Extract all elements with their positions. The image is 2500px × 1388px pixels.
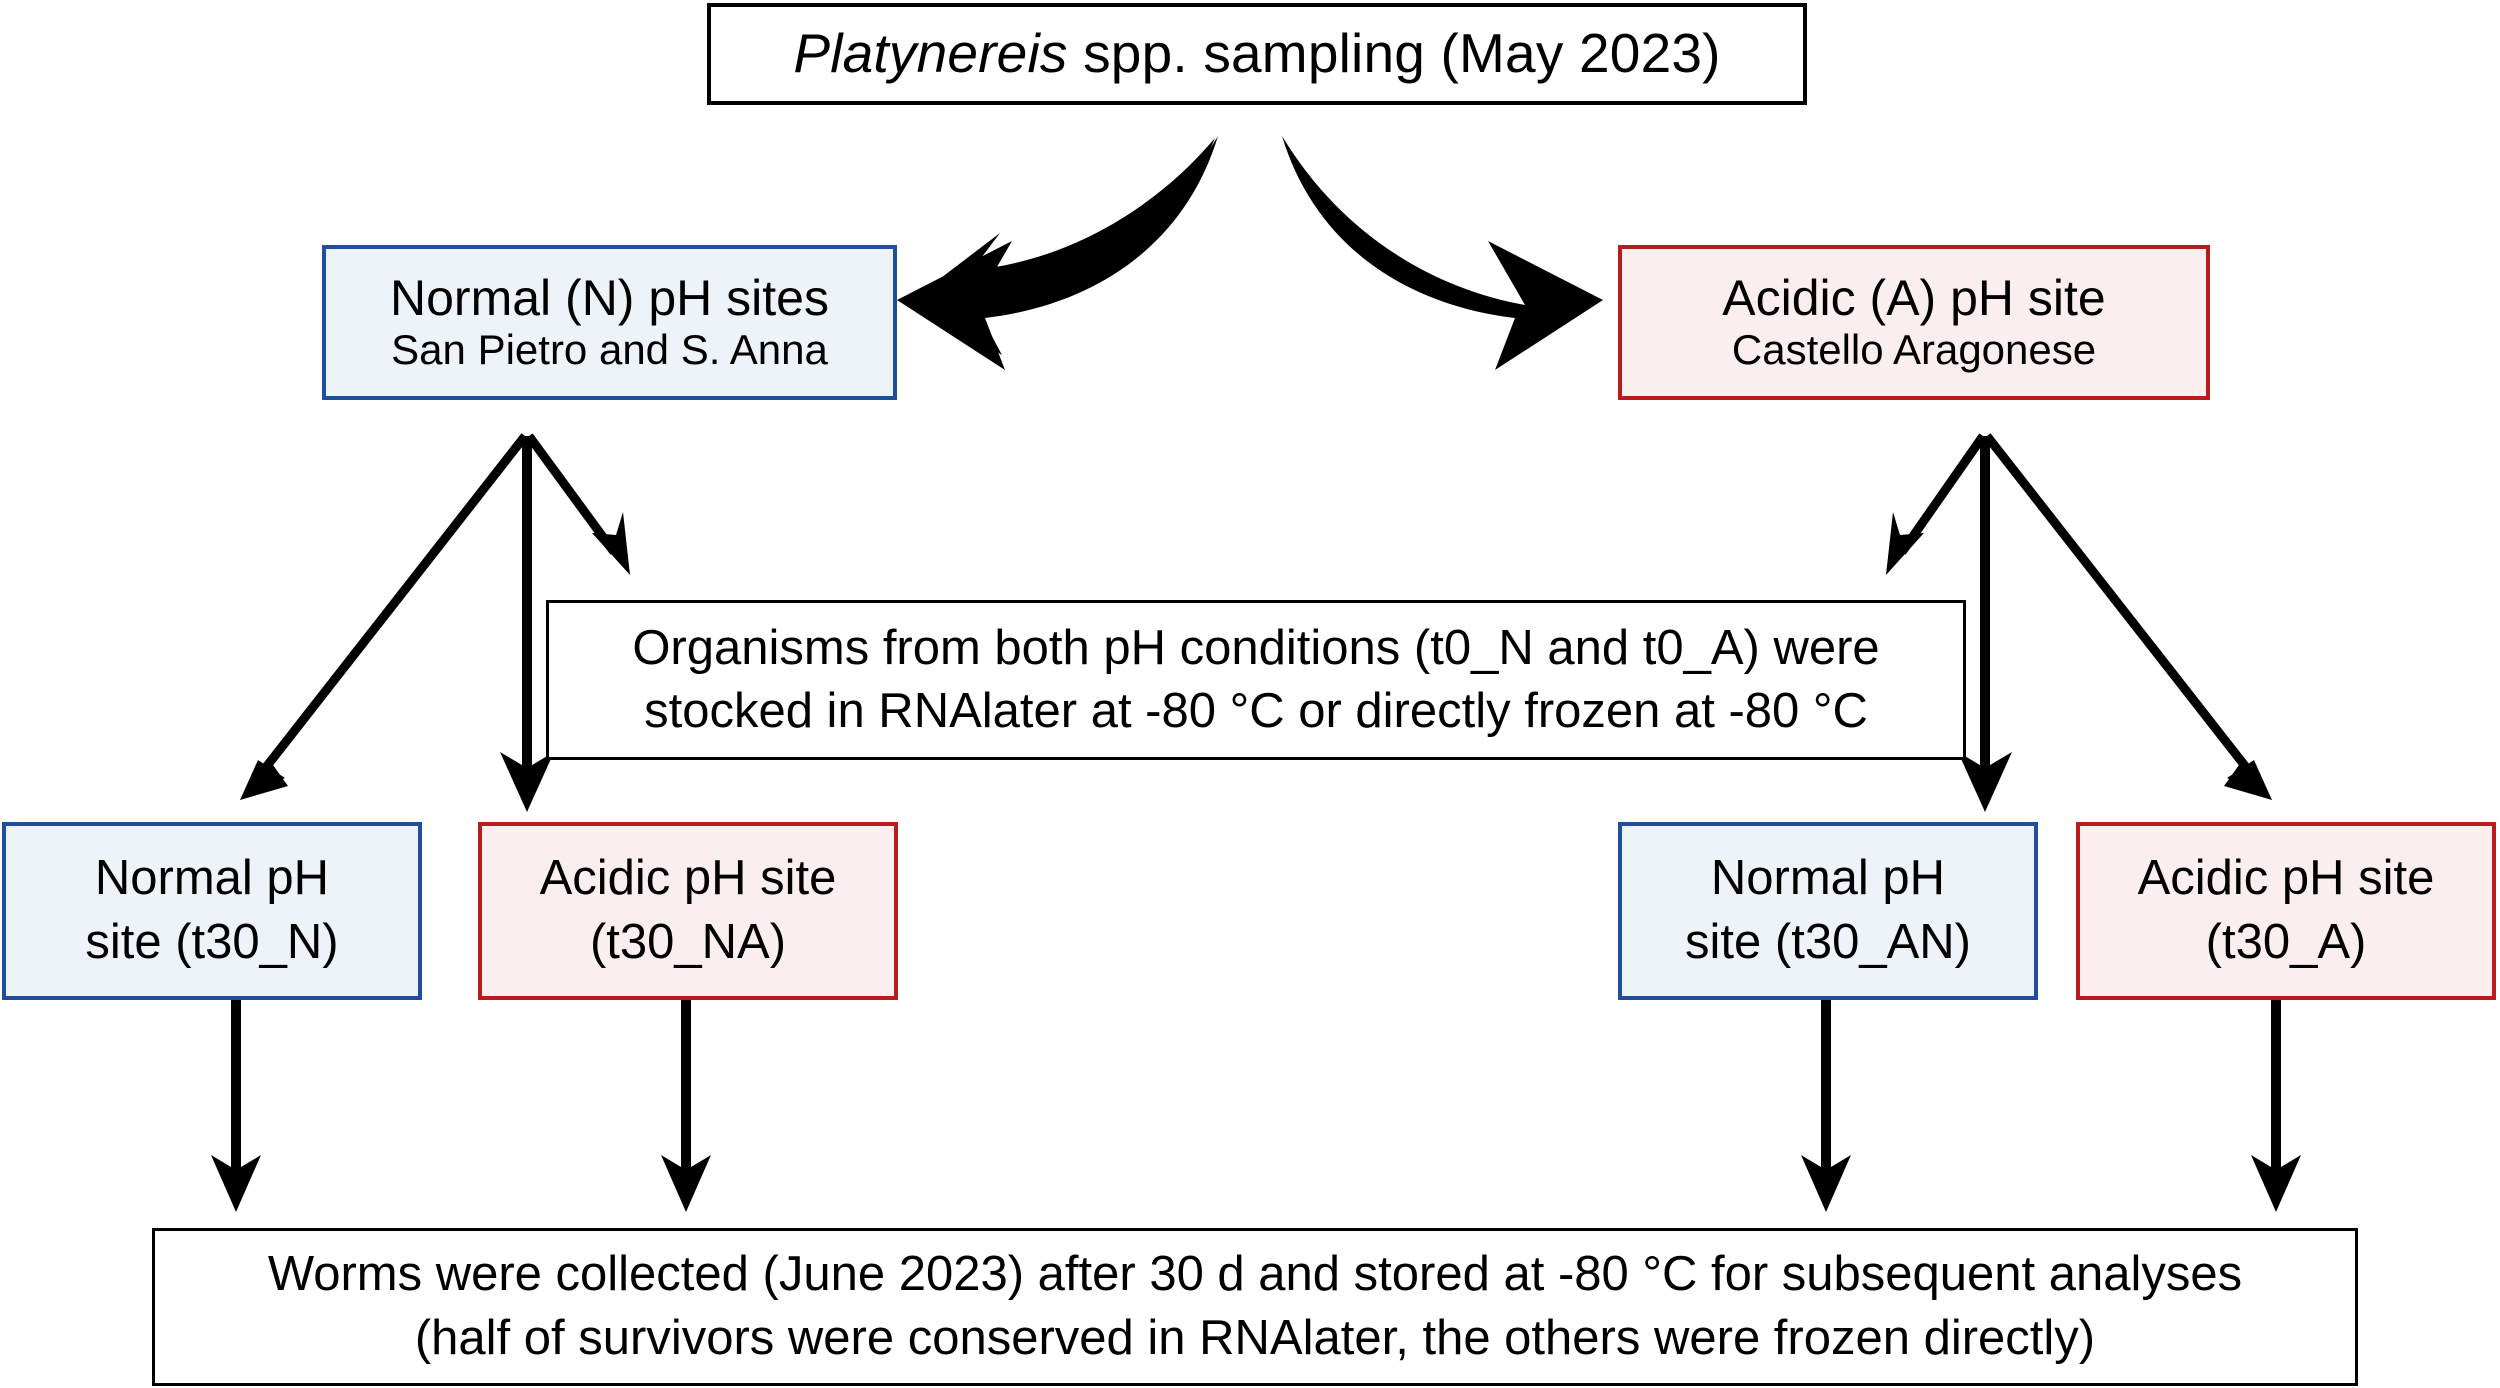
condition-acidic-subtitle: Castello Aragonese: [1731, 326, 2097, 374]
arrow-t30an-to-outcome: [1801, 1000, 1851, 1212]
treatment-t30-a-line-1: Acidic pH site: [2137, 851, 2435, 906]
block-arrow-to-normal: [912, 138, 1215, 355]
outcome-box: Worms were collected (June 2023) after 3…: [152, 1228, 2358, 1386]
title-rest: spp. sampling (May 2023): [1067, 22, 1721, 85]
title-box: Platynereis spp. sampling (May 2023): [707, 3, 1807, 105]
condition-acidic-title: Acidic (A) pH site: [1722, 270, 2106, 327]
treatment-t30-na-line-1: Acidic pH site: [539, 851, 837, 906]
arrow-normal-to-t30n: [240, 433, 529, 800]
treatment-t30-a-line-2: (t30_A): [2205, 915, 2367, 969]
block-arrow-to-normal-body: [897, 136, 1218, 370]
storage-line-2: stocked in RNAlater at -80 °C or directl…: [644, 684, 1868, 738]
arrow-normal-to-storage: [525, 433, 630, 575]
condition-box-normal: Normal (N) pH sites San Pietro and S. An…: [322, 245, 897, 400]
treatment-box-t30-a: Acidic pH site (t30_A): [2076, 822, 2496, 1000]
outcome-line-1: Worms were collected (June 2023) after 3…: [267, 1247, 2243, 1302]
title-text: Platynereis spp. sampling (May 2023): [793, 22, 1721, 85]
storage-line-1: Organisms from both pH conditions (t0_N …: [632, 621, 1880, 676]
treatment-box-t30-an: Normal pH site (t30_AN): [1618, 822, 2038, 1000]
condition-box-acidic: Acidic (A) pH site Castello Aragonese: [1618, 245, 2210, 400]
arrow-t30na-to-outcome: [661, 1000, 711, 1212]
storage-box: Organisms from both pH conditions (t0_N …: [546, 600, 1966, 760]
condition-normal-title: Normal (N) pH sites: [390, 270, 829, 327]
arrow-acidic-to-storage: [1886, 433, 1987, 575]
arrow-t30a-to-outcome: [2251, 1000, 2301, 1212]
arrow-acidic-to-t30an: [1958, 436, 2012, 812]
treatment-box-t30-na: Acidic pH site (t30_NA): [478, 822, 898, 1000]
arrow-t30n-to-outcome: [211, 1000, 261, 1212]
block-arrow-to-acidic: [1282, 136, 1603, 370]
treatment-box-t30-n: Normal pH site (t30_N): [2, 822, 422, 1000]
outcome-line-2: (half of survivors were conserved in RNA…: [414, 1311, 2096, 1365]
treatment-t30-n-line-2: site (t30_N): [85, 915, 339, 969]
treatment-t30-an-line-1: Normal pH: [1710, 851, 1946, 906]
treatment-t30-n-line-1: Normal pH: [94, 851, 330, 906]
treatment-t30-na-line-2: (t30_NA): [589, 915, 787, 969]
condition-normal-subtitle: San Pietro and S. Anna: [391, 326, 828, 374]
treatment-t30-an-line-2: site (t30_AN): [1685, 915, 1971, 969]
arrow-acidic-to-t30a: [1983, 433, 2272, 800]
title-genus: Platynereis: [793, 22, 1068, 85]
